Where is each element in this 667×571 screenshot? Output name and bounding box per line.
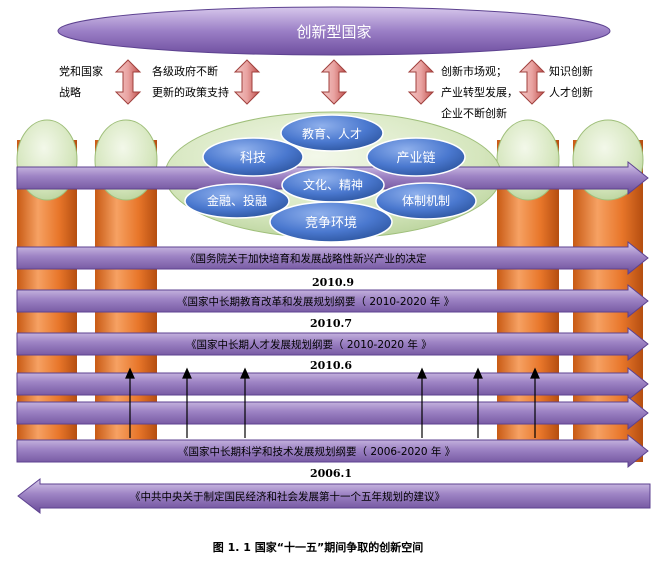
driver-text: 企业不断创新 — [441, 106, 507, 120]
policy-band — [16, 395, 649, 431]
driver-text: 知识创新 — [549, 64, 593, 78]
double-arrow-icon — [320, 59, 348, 105]
driver-text: 战略 — [59, 85, 81, 99]
policy-band — [16, 326, 649, 362]
policy-band — [16, 366, 649, 402]
double-arrow-icon — [407, 59, 435, 105]
policy-year: 2010.9 — [312, 276, 354, 289]
double-arrow-icon — [233, 59, 261, 105]
center-oval-label: 产业链 — [396, 151, 435, 166]
center-oval — [269, 201, 393, 243]
double-arrows — [114, 59, 546, 105]
arrow-up-icon — [182, 367, 192, 379]
center-ovals: 教育、人才 科技 产业链 文化、精神 金融、投融 体制机制 竞争环境 — [184, 114, 477, 243]
driver-text: 产业转型发展， — [441, 85, 518, 99]
driver-text: 更新的政策支持 — [152, 85, 229, 99]
center-oval — [366, 137, 466, 177]
center-oval-label: 文化、精神 — [303, 177, 363, 192]
figure-caption: 图 1. 1 国家“十一五”期间争取的创新空间 — [213, 540, 423, 554]
vertical-arrows — [125, 367, 540, 438]
arrow-up-icon — [417, 367, 427, 379]
double-arrow-icon — [114, 59, 142, 105]
center-oval — [202, 137, 304, 177]
policy-band — [16, 240, 649, 276]
policy-year: 2010.6 — [310, 359, 352, 372]
policy-year: 2006.1 — [310, 467, 352, 480]
driver-texts: 党和国家 战略 各级政府不断 更新的政策支持 创新市场观； 产业转型发展， 企业… — [59, 64, 593, 120]
center-oval-label: 教育、人才 — [302, 126, 362, 141]
bottom-policy-title: 《中共中央关于制定国民经济和社会发展第十一个五年规划的建议》 — [130, 490, 445, 503]
policy-band — [16, 283, 649, 319]
policy-title: 《国务院关于加快培育和发展战略性新兴产业的决定 — [185, 252, 427, 265]
arrow-up-icon — [473, 367, 483, 379]
double-arrow-icon — [518, 59, 546, 105]
policy-title: 《国家中长期人才发展规划纲要（ 2010-2020 年 》 — [186, 338, 432, 351]
bottom-policy-band — [17, 477, 651, 515]
arrow-up-icon — [240, 367, 250, 379]
driver-text: 创新市场观； — [441, 64, 507, 78]
center-oval — [280, 114, 384, 152]
center-oval — [184, 183, 290, 219]
policy-title: 《国家中长期科学和技术发展规划纲要（ 2006-2020 年 》 — [178, 445, 455, 458]
center-oval-label: 科技 — [240, 151, 266, 166]
policy-bands: 《国务院关于加快培育和发展战略性新兴产业的决定 2010.9 《国家中长期教育改… — [16, 240, 649, 480]
driver-text: 人才创新 — [549, 85, 593, 99]
center-oval-label: 金融、投融 — [207, 193, 267, 208]
arrow-up-icon — [530, 367, 540, 379]
driver-text: 各级政府不断 — [152, 64, 218, 78]
center-oval-label: 体制机制 — [402, 194, 450, 208]
policy-title: 《国家中长期教育改革和发展规划纲要（ 2010-2020 年 》 — [177, 295, 454, 308]
center-oval-label: 竞争环境 — [305, 215, 357, 231]
arrow-up-icon — [125, 367, 135, 379]
center-oval — [375, 182, 477, 220]
policy-year: 2010.7 — [310, 317, 352, 330]
top-title: 创新型国家 — [296, 23, 371, 41]
policy-band — [16, 433, 649, 469]
driver-text: 党和国家 — [59, 64, 103, 78]
top-oval — [57, 6, 611, 56]
